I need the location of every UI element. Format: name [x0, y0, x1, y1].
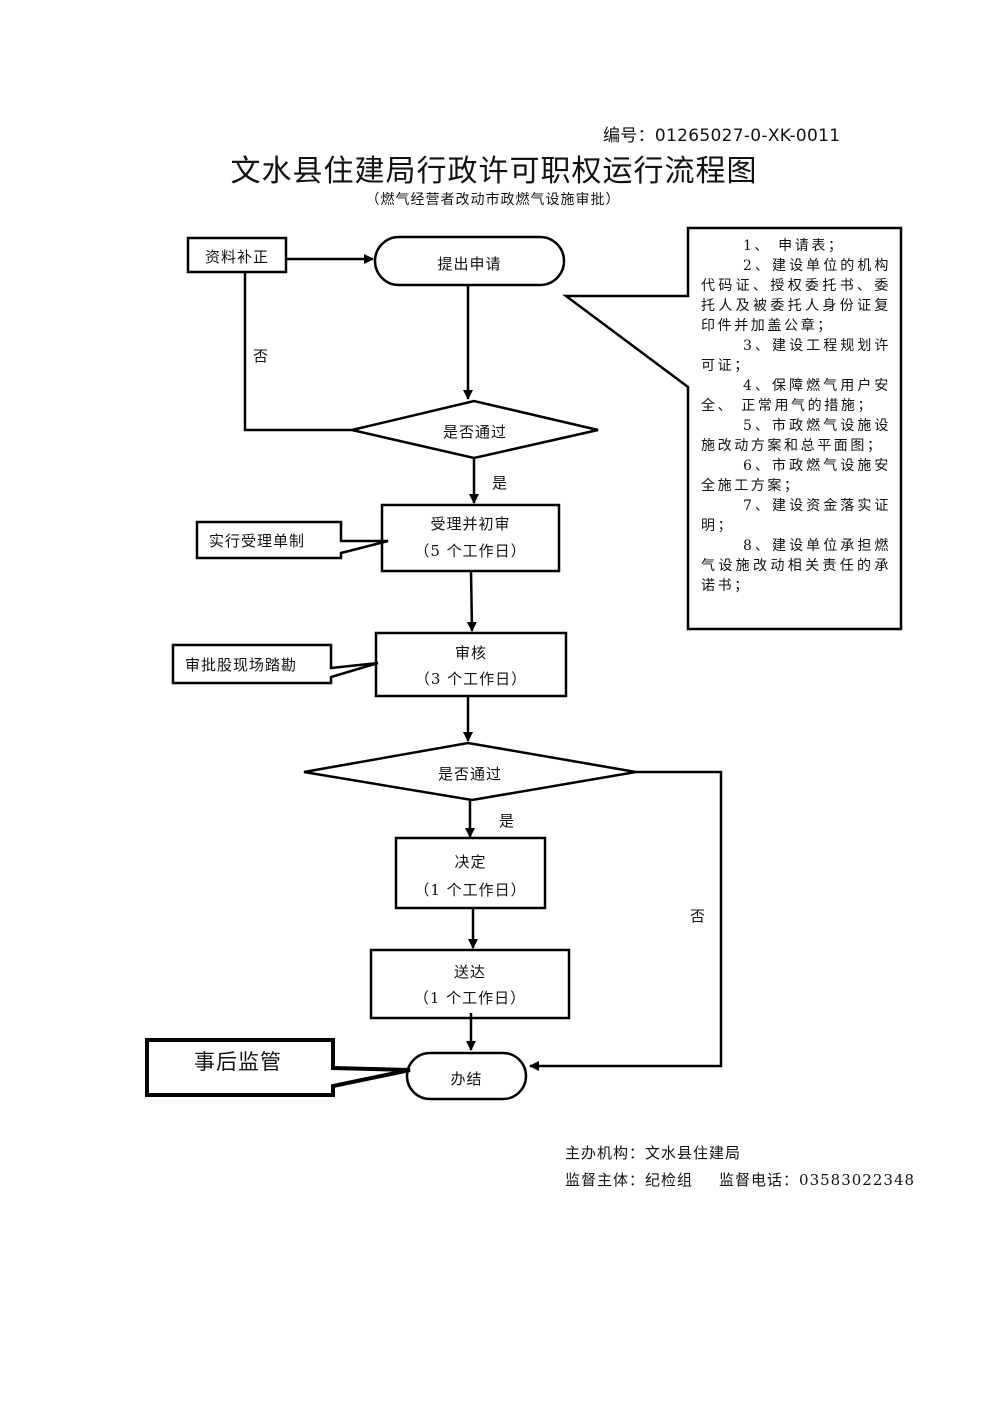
- arrow-accept-to-review: [466, 570, 477, 632]
- accept-days: （5 个工作日）: [414, 542, 527, 560]
- finish-terminal: [405, 1051, 528, 1101]
- review-note-label: 审批股现场踏勘: [185, 656, 298, 674]
- review-note-callout: [171, 643, 379, 685]
- required-docs-callout: [562, 226, 903, 631]
- no-label-1: 否: [253, 347, 270, 365]
- apply-label: 提出申请: [437, 255, 502, 273]
- host-label: 主办机构：: [565, 1144, 646, 1162]
- footer-host: 主办机构：文水县住建局: [565, 1142, 741, 1163]
- yes-label-2: 是: [499, 812, 516, 830]
- required-document-item: 5、市政燃气设施设施改动方案和总平面图；: [701, 418, 891, 454]
- accept-note-callout: [195, 520, 389, 560]
- required-documents-list: 1、 申请表； 2、建设单位的机构代码证、授权委托书、委托人及被委托人身份证复印…: [701, 236, 891, 596]
- post-supervision-label: 事后监管: [194, 1050, 282, 1074]
- review-days: （3 个工作日）: [414, 670, 528, 688]
- deliver-days: （1 个工作日）: [413, 989, 527, 1007]
- supplement-label: 资料补正: [204, 248, 269, 266]
- yes-label-1: 是: [492, 474, 509, 492]
- decision2-label: 是否通过: [437, 765, 502, 783]
- decision1-diamond: [351, 399, 599, 460]
- required-document-item: 3、建设工程规划许可证；: [701, 338, 891, 374]
- required-document-item: 2、建设单位的机构代码证、授权委托书、委托人及被委托人身份证复印件并加盖公章；: [701, 258, 891, 334]
- required-document-item: 1、 申请表；: [743, 238, 845, 254]
- required-document-item: 8、建设单位承担燃气设施改动相关责任的承诺书；: [701, 538, 891, 594]
- review-title: 审核: [454, 644, 487, 662]
- deliver-title: 送达: [453, 963, 486, 981]
- host-value: 文水县住建局: [645, 1144, 742, 1162]
- accept-note-label: 实行受理单制: [209, 532, 306, 550]
- document-number-value: 01265027-0-XK-0011: [654, 126, 841, 146]
- required-document-item: 4、保障燃气用户安全、 正常用气的措施；: [701, 378, 891, 414]
- page-title: 文水县住建局行政许可职权运行流程图: [230, 154, 758, 189]
- footer-supervision: 监督主体：纪检组 监督电话：03583022348: [565, 1169, 915, 1190]
- no-loop-line-2: [529, 770, 723, 1071]
- phone-label: 监督电话：: [719, 1171, 800, 1189]
- no-loop-line-1: [243, 272, 352, 432]
- supervisor-label: 监督主体：: [565, 1171, 646, 1189]
- decision1-label: 是否通过: [442, 423, 507, 441]
- decide-title: 决定: [454, 853, 487, 871]
- no-label-2: 否: [690, 907, 707, 925]
- decide-box: [394, 836, 547, 910]
- required-document-item: 6、市政燃气设施安全施工方案；: [701, 458, 891, 494]
- supervisor-value: 纪检组: [645, 1171, 694, 1189]
- accept-title: 受理并初审: [430, 515, 511, 533]
- document-number: 编号：01265027-0-XK-0011: [603, 121, 840, 146]
- decide-days: （1 个工作日）: [414, 881, 527, 899]
- page-subtitle: （燃气经营者改动市政燃气设施审批）: [365, 192, 621, 208]
- phone-value: 03583022348: [799, 1171, 916, 1189]
- finish-label: 办结: [450, 1070, 483, 1088]
- post-supervision-callout: [145, 1038, 411, 1097]
- document-number-label: 编号：: [603, 126, 655, 146]
- supplement-box: [186, 236, 288, 274]
- accept-box: [380, 503, 561, 573]
- apply-terminal: [373, 235, 566, 287]
- required-document-item: 7、建设资金落实证明；: [701, 498, 891, 534]
